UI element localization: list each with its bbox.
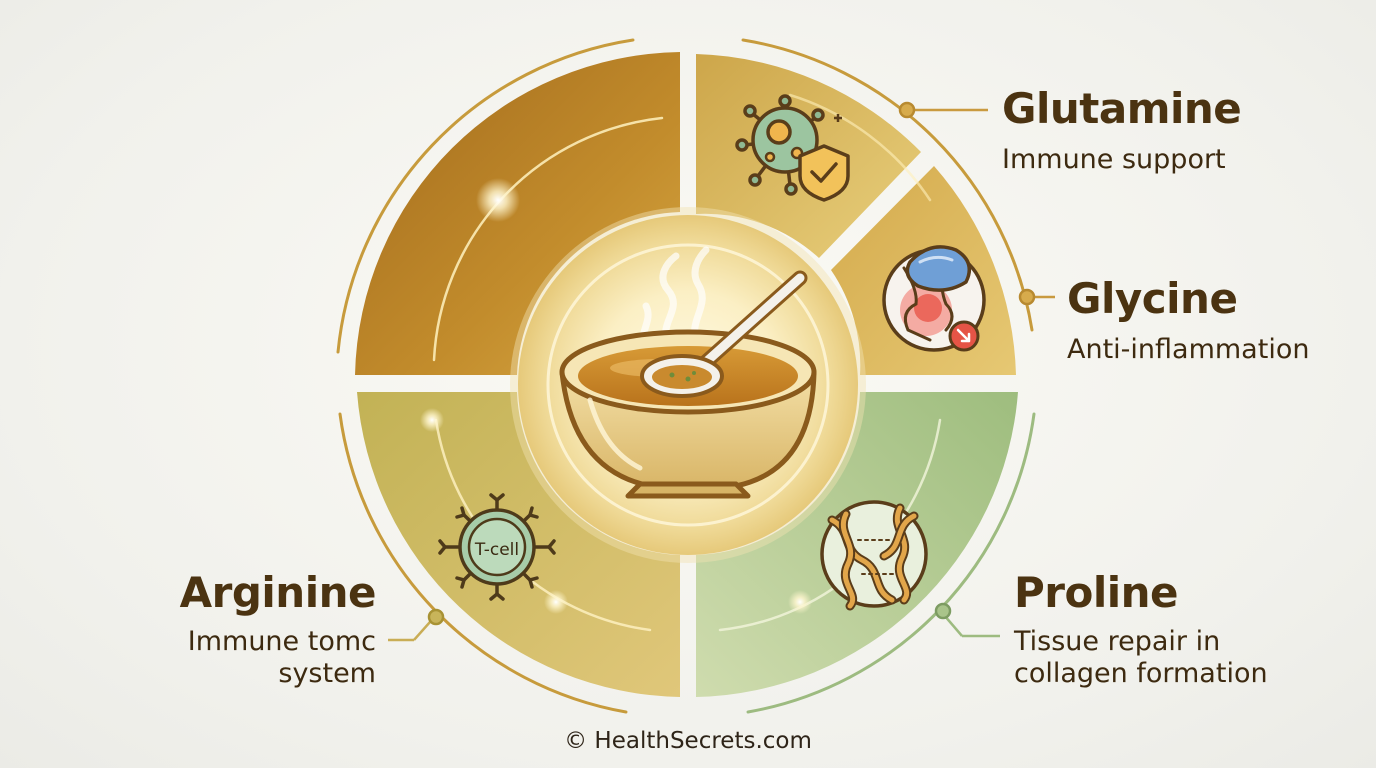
outer-arc-top-left [336,38,635,354]
center-ring [546,243,830,527]
connector-arginine [388,608,445,642]
arginine-title: Arginine [179,568,377,617]
proline-label: Proline Tissue repair in collagen format… [1014,572,1268,690]
arginine-description: Immune tomc system [187,626,376,689]
virus-shield-icon [735,94,850,202]
sparkle [476,178,520,222]
glycine-label: Glycine Anti-inflammation [1067,278,1309,366]
connector-glycine [1018,288,1055,306]
bone-broth-bowl-icon [559,246,817,499]
glutamine-title: Glutamine [1002,84,1242,133]
connector-glutamine [898,101,988,119]
t-cell-label: T-cell [474,540,519,560]
proline-description: Tissue repair in collagen formation [1014,626,1268,689]
inflamed-joint-ice-pack-icon [882,245,986,352]
glutamine-label: Glutamine Immune support [1002,84,1242,176]
outer-arc-top-right [741,38,1034,332]
t-cell-icon [438,493,556,601]
sparkle [544,590,568,614]
proline-title: Proline [1014,568,1179,617]
glutamine-description: Immune support [1002,144,1226,175]
sparkle [420,408,444,432]
collagen-fibers-icon [820,500,928,611]
connectors [388,101,1055,642]
connector-proline [934,602,1000,638]
arginine-label: Arginine Immune tomc system [0,568,377,690]
copyright-footer: © HealthSecrets.com [564,728,812,754]
glycine-description: Anti-inflammation [1067,334,1310,365]
sparkle [788,590,812,614]
glycine-title: Glycine [1067,274,1238,323]
highlight-arc-right [788,93,932,202]
